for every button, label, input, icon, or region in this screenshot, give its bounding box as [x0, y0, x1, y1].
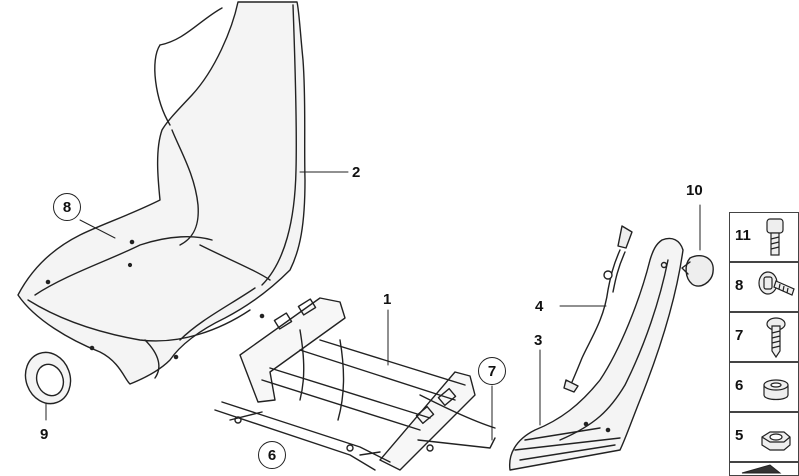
leader-lines: [45, 171, 701, 441]
seat-frame-drawing: [214, 297, 496, 471]
seat-shell-drawing: [17, 1, 306, 385]
socket-head-screw-icon: [766, 218, 784, 256]
callout-seat-shell: 2: [352, 164, 361, 181]
circled-callout-8: 8: [53, 193, 81, 221]
callout-ring: 9: [40, 426, 49, 443]
sidebar-item-5[interactable]: 5: [729, 412, 799, 462]
callout-side-panel: 3: [534, 332, 543, 349]
circled-callout-7: 7: [478, 357, 506, 385]
sidebar-item-7[interactable]: 7: [729, 312, 799, 362]
sidebar-item-6[interactable]: 6: [729, 362, 799, 412]
wedge-icon: [741, 464, 782, 474]
ring-drawing: [24, 351, 72, 405]
sidebar-item-number: 5: [735, 427, 744, 444]
sidebar-item-number: 6: [735, 377, 744, 394]
sidebar-item-wedge[interactable]: [729, 462, 799, 476]
sidebar-item-number: 8: [735, 277, 744, 294]
callout-seat-frame: 1: [383, 291, 392, 308]
callout-cap: 10: [686, 182, 703, 199]
flange-bolt-icon: [758, 271, 795, 296]
cap-drawing: [681, 254, 714, 287]
circled-callout-6: 6: [258, 441, 286, 469]
sidebar-item-number: 7: [735, 327, 744, 344]
sidebar-item-number: 11: [735, 227, 751, 244]
side-panel-drawing: [508, 237, 684, 471]
sidebar-item-8[interactable]: 8: [729, 262, 799, 312]
callout-cable: 4: [535, 298, 544, 315]
sidebar-item-11[interactable]: 11: [729, 212, 799, 262]
hex-nut-icon: [761, 431, 791, 451]
torx-screw-icon: [766, 317, 786, 359]
cable-drawing: [563, 225, 633, 393]
bushing-icon: [763, 379, 789, 401]
